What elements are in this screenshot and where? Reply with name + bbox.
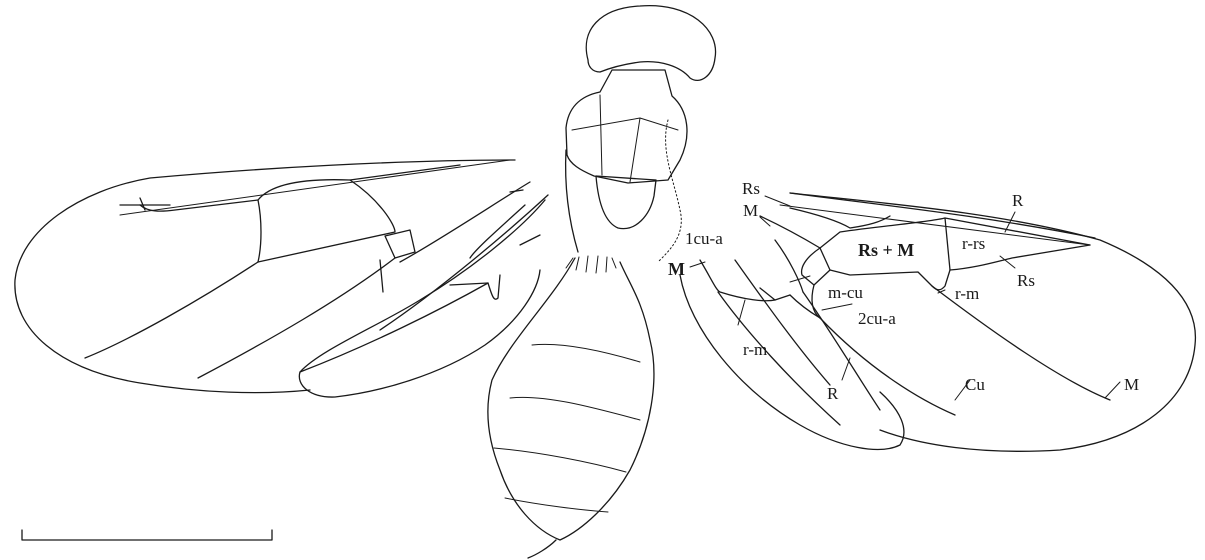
right-forewing <box>760 193 1195 451</box>
label-m-cu: m-cu <box>828 283 863 302</box>
leader-lines <box>690 196 1120 400</box>
label-r-m-right: r-m <box>955 284 979 303</box>
label-2cu-a: 2cu-a <box>858 309 896 328</box>
right-hindwing <box>680 240 904 449</box>
label-rs-top: Rs <box>742 179 760 198</box>
label-m-right: M <box>1124 375 1139 394</box>
label-rs-plus-m: Rs + M <box>858 240 914 260</box>
label-rs-right: Rs <box>1017 271 1035 290</box>
venation-labels: Rs R M Rs + M r-rs Rs 1cu-a M m-cu r-m 2… <box>668 179 1139 403</box>
label-m-left: M <box>668 259 685 279</box>
left-forewing <box>15 160 515 393</box>
label-m-top: M <box>743 201 758 220</box>
left-hindwing <box>299 182 548 397</box>
thorax <box>566 70 687 262</box>
label-r-m-lower: r-m <box>743 340 767 359</box>
label-1cu-a: 1cu-a <box>685 229 723 248</box>
scale-bar <box>22 530 272 540</box>
label-r-top: R <box>1012 191 1024 210</box>
abdomen <box>488 256 654 558</box>
label-cu: Cu <box>965 375 985 394</box>
head <box>586 6 715 81</box>
label-r-lower: R <box>827 384 839 403</box>
label-r-rs: r-rs <box>962 234 985 253</box>
